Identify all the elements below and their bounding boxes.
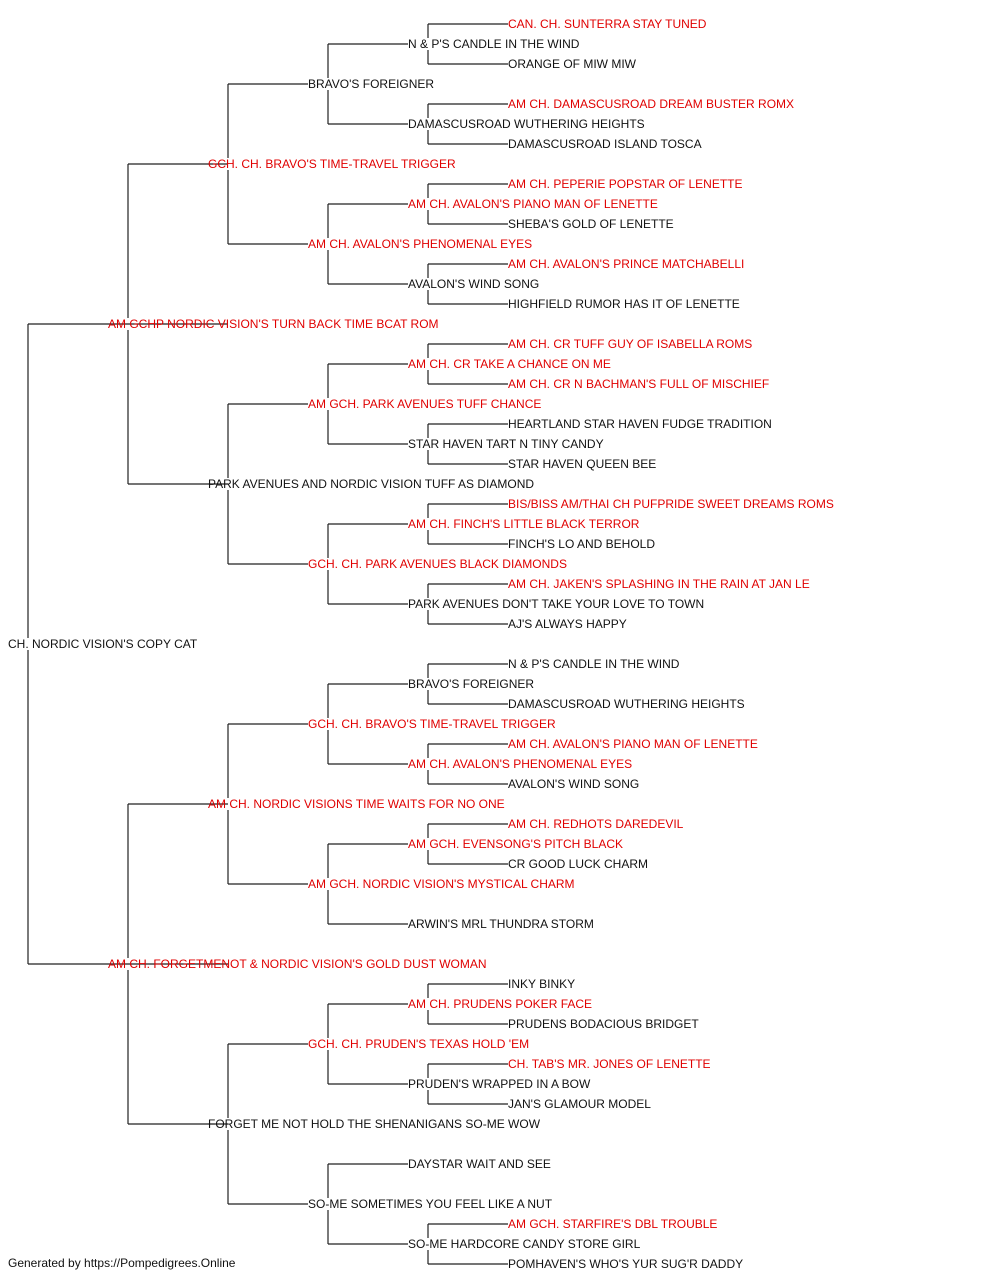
ancestor-name: STAR HAVEN QUEEN BEE [508,457,656,471]
ancestor-name: SHEBA'S GOLD OF LENETTE [508,217,674,231]
ancestor-name: BRAVO'S FOREIGNER [408,677,534,691]
ancestor-name: PARK AVENUES AND NORDIC VISION TUFF AS D… [208,477,534,491]
ancestor-name: PRUDEN'S WRAPPED IN A BOW [408,1077,591,1091]
ancestor-name: GCH. CH. BRAVO'S TIME-TRAVEL TRIGGER [208,157,456,171]
ancestor-name: AM CH. CR TAKE A CHANCE ON ME [408,357,611,371]
ancestor-name: INKY BINKY [508,977,575,991]
ancestor-name: AM CH. CR TUFF GUY OF ISABELLA ROMS [508,337,752,351]
ancestor-name: AM CH. AVALON'S PIANO MAN OF LENETTE [508,737,758,751]
ancestor-name: JAN'S GLAMOUR MODEL [508,1097,651,1111]
ancestor-name: DAMASCUSROAD ISLAND TOSCA [508,137,702,151]
ancestor-name: AM CH. JAKEN'S SPLASHING IN THE RAIN AT … [508,577,810,591]
ancestor-name: CAN. CH. SUNTERRA STAY TUNED [508,17,707,31]
footer-credit: Generated by https://Pompedigrees.Online [8,1256,236,1270]
ancestor-name: AM CH. DAMASCUSROAD DREAM BUSTER ROMX [508,97,794,111]
ancestor-name: AM CH. AVALON'S PHENOMENAL EYES [308,237,532,251]
ancestor-name: AM GCH. EVENSONG'S PITCH BLACK [408,837,623,851]
ancestor-name: BIS/BISS AM/THAI CH PUFPRIDE SWEET DREAM… [508,497,834,511]
ancestor-name: POMHAVEN'S WHO'S YUR SUG'R DADDY [508,1257,743,1271]
ancestor-name: GCH. CH. BRAVO'S TIME-TRAVEL TRIGGER [308,717,556,731]
ancestor-name: AJ'S ALWAYS HAPPY [508,617,627,631]
ancestor-name: BRAVO'S FOREIGNER [308,77,434,91]
ancestor-name: HIGHFIELD RUMOR HAS IT OF LENETTE [508,297,740,311]
ancestor-name: SO-ME SOMETIMES YOU FEEL LIKE A NUT [308,1197,553,1211]
ancestor-name: AM GCHP NORDIC VISION'S TURN BACK TIME B… [108,317,439,331]
ancestor-name: HEARTLAND STAR HAVEN FUDGE TRADITION [508,417,772,431]
ancestor-name: CH. TAB'S MR. JONES OF LENETTE [508,1057,711,1071]
ancestor-name: AM CH. REDHOTS DAREDEVIL [508,817,684,831]
ancestor-name: AM CH. NORDIC VISIONS TIME WAITS FOR NO … [208,797,505,811]
ancestor-name: AM CH. FINCH'S LITTLE BLACK TERROR [408,517,640,531]
ancestor-name: AM CH. FORGETMENOT & NORDIC VISION'S GOL… [108,957,487,971]
ancestor-name: AM CH. PRUDENS POKER FACE [408,997,592,1011]
ancestor-name: STAR HAVEN TART N TINY CANDY [408,437,604,451]
ancestor-name: N & P'S CANDLE IN THE WIND [408,37,580,51]
ancestor-name: SO-ME HARDCORE CANDY STORE GIRL [408,1237,641,1251]
ancestor-name: AM CH. AVALON'S PHENOMENAL EYES [408,757,632,771]
ancestor-name: PARK AVENUES DON'T TAKE YOUR LOVE TO TOW… [408,597,704,611]
ancestor-name: ARWIN'S MRL THUNDRA STORM [408,917,594,931]
ancestor-name: AM GCH. NORDIC VISION'S MYSTICAL CHARM [308,877,575,891]
ancestor-name: AVALON'S WIND SONG [408,277,539,291]
ancestor-name: GCH. CH. PRUDEN'S TEXAS HOLD 'EM [308,1037,529,1051]
ancestor-name: AM CH. AVALON'S PIANO MAN OF LENETTE [408,197,658,211]
ancestor-name: PRUDENS BODACIOUS BRIDGET [508,1017,699,1031]
ancestor-name: AM CH. PEPERIE POPSTAR OF LENETTE [508,177,743,191]
ancestor-name: DAMASCUSROAD WUTHERING HEIGHTS [408,117,645,131]
ancestor-name: ORANGE OF MIW MIW [508,57,637,71]
ancestor-name: AM CH. CR N BACHMAN'S FULL OF MISCHIEF [508,377,769,391]
ancestor-name: N & P'S CANDLE IN THE WIND [508,657,680,671]
ancestor-name: GCH. CH. PARK AVENUES BLACK DIAMONDS [308,557,567,571]
ancestor-name: CR GOOD LUCK CHARM [508,857,648,871]
ancestor-name: AM GCH. STARFIRE'S DBL TROUBLE [508,1217,717,1231]
ancestor-name: AM GCH. PARK AVENUES TUFF CHANCE [308,397,541,411]
subject-name: CH. NORDIC VISION'S COPY CAT [8,637,198,651]
ancestor-name: AVALON'S WIND SONG [508,777,639,791]
ancestor-name: AM CH. AVALON'S PRINCE MATCHABELLI [508,257,744,271]
ancestor-name: FINCH'S LO AND BEHOLD [508,537,655,551]
ancestor-name: DAMASCUSROAD WUTHERING HEIGHTS [508,697,745,711]
ancestor-name: DAYSTAR WAIT AND SEE [408,1157,551,1171]
ancestor-name: FORGET ME NOT HOLD THE SHENANIGANS SO-ME… [208,1117,541,1131]
